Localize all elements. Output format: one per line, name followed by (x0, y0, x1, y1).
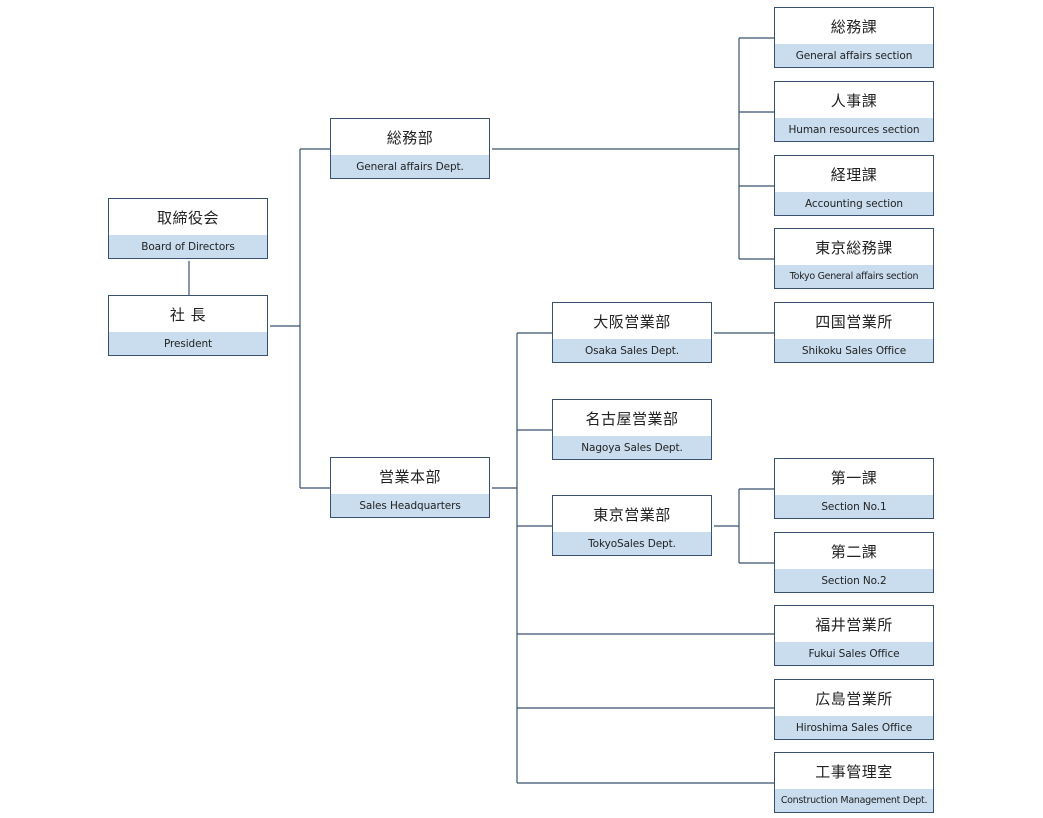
box-en-label: General affairs section (775, 44, 933, 67)
box-jp-label: 人事課 (830, 91, 878, 110)
box-en-label: Construction Management Dept. (775, 789, 933, 812)
box-en-label: Board of Directors (109, 235, 267, 258)
box-general-affairs-section: 総務課 General affairs section (774, 7, 934, 68)
box-tokyo-sales-dept: 東京営業部 TokyoSales Dept. (552, 495, 712, 556)
box-shikoku-sales-office: 四国営業所 Shikoku Sales Office (774, 302, 934, 363)
box-human-resources-section: 人事課 Human resources section (774, 81, 934, 142)
box-section-no1: 第一課 Section No.1 (774, 458, 934, 519)
box-jp-label: 社 長 (169, 305, 207, 324)
box-en-label: Accounting section (775, 192, 933, 215)
box-nagoya-sales-dept: 名古屋営業部 Nagoya Sales Dept. (552, 399, 712, 460)
box-jp-label: 四国営業所 (815, 312, 893, 331)
box-jp-label: 広島営業所 (815, 689, 893, 708)
box-jp-label: 東京総務課 (815, 238, 893, 257)
box-en-label: Nagoya Sales Dept. (553, 436, 711, 459)
box-jp-label: 経理課 (830, 165, 878, 184)
box-construction-management-dept: 工事管理室 Construction Management Dept. (774, 752, 934, 813)
box-jp-label: 大阪営業部 (593, 312, 671, 331)
box-en-label: Shikoku Sales Office (775, 339, 933, 362)
box-jp-label: 第二課 (830, 542, 878, 561)
box-jp-label: 第一課 (830, 468, 878, 487)
box-fukui-sales-office: 福井営業所 Fukui Sales Office (774, 605, 934, 666)
box-en-label: Osaka Sales Dept. (553, 339, 711, 362)
box-tokyo-general-affairs-section: 東京総務課 Tokyo General affairs section (774, 228, 934, 289)
box-en-label: Human resources section (775, 118, 933, 141)
box-jp-label: 営業本部 (378, 467, 441, 486)
box-sales-headquarters: 営業本部 Sales Headquarters (330, 457, 490, 518)
box-jp-label: 総務部 (386, 128, 434, 147)
box-president: 社 長 President (108, 295, 268, 356)
box-accounting-section: 経理課 Accounting section (774, 155, 934, 216)
box-en-label: Section No.1 (775, 495, 933, 518)
box-en-label: Hiroshima Sales Office (775, 716, 933, 739)
box-en-label: TokyoSales Dept. (553, 532, 711, 555)
box-jp-label: 東京営業部 (593, 505, 671, 524)
box-section-no2: 第二課 Section No.2 (774, 532, 934, 593)
box-board-of-directors: 取締役会 Board of Directors (108, 198, 268, 259)
box-en-label: Sales Headquarters (331, 494, 489, 517)
box-jp-label: 総務課 (830, 17, 878, 36)
box-jp-label: 工事管理室 (815, 762, 893, 781)
box-jp-label: 名古屋営業部 (585, 409, 679, 428)
box-jp-label: 福井営業所 (815, 615, 893, 634)
box-general-affairs-dept: 総務部 General affairs Dept. (330, 118, 490, 179)
box-hiroshima-sales-office: 広島営業所 Hiroshima Sales Office (774, 679, 934, 740)
box-en-label: General affairs Dept. (331, 155, 489, 178)
box-osaka-sales-dept: 大阪営業部 Osaka Sales Dept. (552, 302, 712, 363)
box-en-label: Tokyo General affairs section (775, 265, 933, 288)
box-en-label: Fukui Sales Office (775, 642, 933, 665)
box-en-label: President (109, 332, 267, 355)
box-jp-label: 取締役会 (156, 208, 219, 227)
box-en-label: Section No.2 (775, 569, 933, 592)
